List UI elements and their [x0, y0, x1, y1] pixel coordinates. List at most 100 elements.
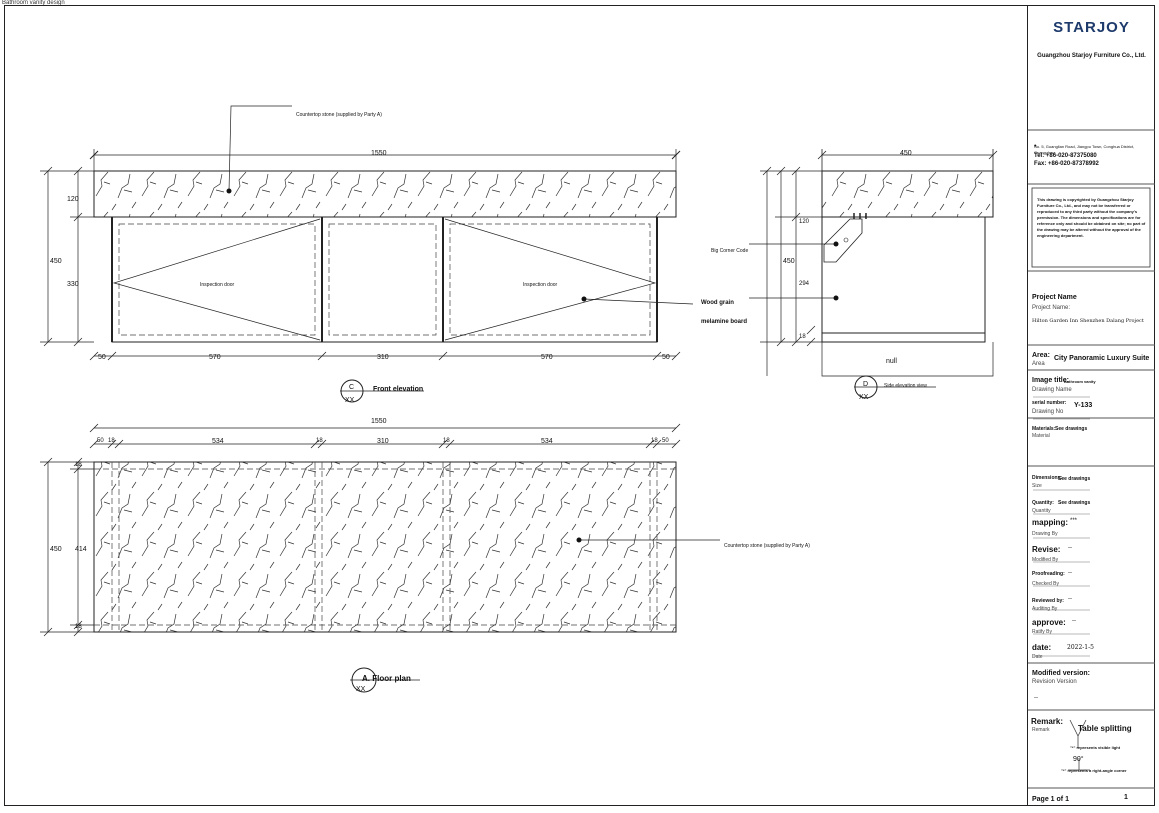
page-indicator: Page 1 of 1	[1032, 796, 1069, 803]
floor-plan-title: A. Floor plan	[362, 674, 411, 683]
drawing-sheet	[4, 5, 1155, 806]
serial-number-value: Y-133	[1074, 402, 1093, 409]
serial-number-label: serial number:	[1032, 400, 1067, 406]
quantity-sub: Quantity	[1032, 508, 1051, 514]
table-splitting-text: Table splitting	[1078, 724, 1132, 733]
side-dim-120: 120	[799, 219, 810, 225]
drawing-name-sub: Drawing Name	[1032, 387, 1072, 393]
title-block: STARJOY Guangzhou Starjoy Furniture Co.,…	[1027, 5, 1155, 806]
auditing-by-sub: Auditing By	[1032, 606, 1058, 612]
plan-dim-450: 450	[50, 546, 62, 553]
image-title-label: Image title:	[1032, 377, 1069, 384]
date-value: 2022-1-5	[1067, 644, 1094, 651]
side-dim-18: 18	[799, 334, 806, 340]
bullet-icon: •	[1034, 143, 1037, 150]
area-value: City Panoramic Luxury Suite	[1054, 355, 1150, 362]
countertop-leader-label-bottom: Countertop stone (supplied by Party A)	[724, 543, 810, 549]
front-cabinet	[111, 216, 658, 343]
wood-grain-label-2: melamine board	[701, 319, 748, 325]
inspection-door-left-diagonals	[112, 218, 321, 341]
plan-dim-534-left: 534	[212, 438, 224, 445]
big-corner-code-label: Big Corner Code	[711, 248, 749, 254]
plan-dim-18-c: 18	[443, 438, 450, 444]
page-number: 1	[1124, 794, 1128, 801]
date-label: date:	[1032, 643, 1052, 652]
project-name-sub: Project Name:	[1032, 305, 1071, 311]
date-sub: Date	[1032, 654, 1043, 660]
side-elevation-title: Side elevation view	[884, 383, 927, 389]
mapping-value: ***	[1070, 518, 1078, 524]
size-sub: Size	[1032, 483, 1042, 489]
ratify-by-sub: Ratify By	[1032, 629, 1053, 635]
area-label: Area:	[1032, 352, 1050, 359]
revise-label: Revise:	[1032, 545, 1061, 554]
front-dim-120: 120	[67, 196, 79, 203]
plan-dim-50-left: 50	[97, 438, 104, 444]
company-logo: STARJOY	[1053, 19, 1130, 36]
copyright-notice: This drawing is copyrighted by Guangzhou…	[1037, 197, 1146, 238]
big-corner-code-bracket	[823, 218, 863, 263]
plan-dim-18-d: 18	[651, 438, 658, 444]
plan-dim-310: 310	[377, 438, 389, 445]
modified-by-sub: Modified By	[1032, 557, 1059, 563]
mapping-label: mapping:	[1032, 518, 1068, 527]
header-note: Bathroom vanity design	[2, 0, 65, 6]
side-dim-450: 450	[783, 258, 795, 265]
front-dim-570-right: 570	[541, 354, 553, 361]
company-tel: Tel: +86-020-87375080	[1034, 153, 1097, 159]
plan-countertop	[93, 461, 677, 633]
revision-version-value: --	[1034, 695, 1038, 701]
plan-dim-534-right: 534	[541, 438, 553, 445]
front-overall-dim: 1550	[371, 150, 387, 157]
company-name: Guangzhou Starjoy Furniture Co., Ltd.	[1037, 53, 1146, 59]
side-countertop	[821, 170, 994, 218]
remark-symbols	[1068, 719, 1090, 771]
floor-plan	[40, 423, 720, 693]
plan-dim-50-right: 50	[662, 438, 669, 444]
material-sub: Material	[1032, 433, 1050, 439]
materials-value: See drawings	[1055, 426, 1088, 432]
front-dim-570-left: 570	[209, 354, 221, 361]
reviewed-by-label: Reviewed by:	[1032, 598, 1064, 604]
titleblock-lines	[1027, 129, 1155, 789]
company-address: No. 5, Guanglian Road, Jiangpu Town, Con…	[1034, 144, 1135, 155]
revision-version-sub: Revision Version	[1032, 679, 1077, 685]
quantity-value: See drawings	[1058, 500, 1091, 506]
materials-label: Materials:	[1032, 426, 1056, 432]
project-name-value: Hilton Garden Inn Shenzhen Dalang Projec…	[1032, 318, 1144, 324]
reviewed-by-value: --	[1068, 596, 1072, 602]
quantity-label: Quantity:	[1032, 500, 1054, 506]
side-dim-294: 294	[799, 281, 810, 287]
side-cabinet	[821, 216, 986, 343]
front-label-letter: C	[349, 384, 355, 391]
front-dim-50-right: 50	[662, 354, 670, 361]
revise-value: --	[1068, 545, 1072, 551]
front-countertop	[93, 170, 677, 218]
area-sub: Area	[1032, 361, 1045, 367]
side-label-xx: XX	[859, 394, 869, 401]
drawing-by-sub: Drawing By	[1032, 531, 1058, 537]
modified-version-label: Modified version:	[1032, 670, 1090, 677]
side-overall-dim: 450	[900, 150, 912, 157]
inspection-door-left-label: Inspection door	[200, 282, 235, 288]
countertop-leader-label-top: Countertop stone (supplied by Party A)	[296, 112, 382, 118]
angle-90-label: 90°	[1073, 756, 1084, 763]
dimensions-value: See drawings	[1058, 476, 1091, 482]
front-dim-450: 450	[50, 258, 62, 265]
approve-value: --	[1072, 618, 1076, 624]
visible-light-note: "*" represents visible light	[1070, 745, 1121, 750]
front-dim-310: 310	[377, 354, 389, 361]
project-name-label: Project Name	[1032, 294, 1077, 301]
checked-by-sub: Checked By	[1032, 581, 1059, 587]
side-null-text: null	[886, 358, 897, 365]
plan-overall-dim: 1550	[371, 418, 387, 425]
inspection-door-right-label: Inspection door	[523, 282, 558, 288]
image-title-value: Bathroom vanity	[1064, 379, 1096, 384]
side-elevation	[749, 149, 998, 399]
approve-label: approve:	[1032, 618, 1066, 627]
side-label-letter: D	[863, 381, 869, 388]
front-elevation-title: Front elevation	[373, 386, 424, 393]
front-dim-330: 330	[67, 281, 79, 288]
plan-label-xx: XX	[356, 686, 366, 693]
plan-dim-18-a: 18	[108, 438, 115, 444]
